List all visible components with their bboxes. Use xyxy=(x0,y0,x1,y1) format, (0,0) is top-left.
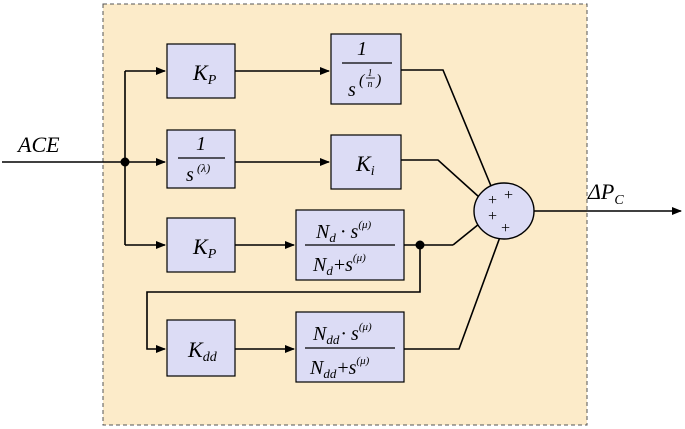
sum-sign-bottom: + xyxy=(500,220,511,237)
filter-bottom-numerator: Ndd·s(μ) xyxy=(312,321,372,347)
wire-filter-bottom-to-sum xyxy=(404,236,501,350)
integrator-top-block xyxy=(330,33,402,105)
kp-top-block xyxy=(166,43,236,99)
frac-integrator-den-base: s xyxy=(186,164,194,186)
wire-int-top-to-sum xyxy=(401,69,492,187)
feedback-wire-to-kdd xyxy=(146,245,421,353)
sum-sign-left: + xyxy=(487,208,498,225)
integrator-top-num: 1 xyxy=(357,38,367,60)
frac-integrator-block xyxy=(166,129,236,189)
output-label: ΔPC xyxy=(587,179,624,208)
integrator-top-exp-open: ( xyxy=(359,72,366,89)
kdd-block xyxy=(166,319,236,377)
kdd-label: Kdd xyxy=(187,337,218,365)
kp-mid-label: KP xyxy=(192,234,217,262)
ki-label: Ki xyxy=(355,151,375,179)
filter-bottom-block xyxy=(295,311,405,383)
ki-block xyxy=(330,134,402,190)
integrator-top-exp-close: ) xyxy=(375,72,381,89)
frac-integrator-den-exp: (λ) xyxy=(197,161,210,175)
filter-mid-numerator: Nd·s(μ) xyxy=(315,219,371,245)
integrator-top-den-base: s xyxy=(348,79,356,101)
wire-filter-mid-to-sum xyxy=(452,223,480,246)
sum-sign-upper-left: + xyxy=(487,192,498,209)
kp-top-label: KP xyxy=(192,60,217,88)
input-label: ACE xyxy=(16,132,60,157)
filter-mid-denominator: Nd+s(μ) xyxy=(312,252,366,278)
wire-ki-to-sum xyxy=(401,159,480,198)
sum-sign-top: + xyxy=(503,187,514,204)
filter-bottom-denominator: Ndd+s(μ) xyxy=(309,355,370,381)
frac-integrator-num: 1 xyxy=(196,133,206,155)
integrator-top-exp-den: n xyxy=(368,79,373,90)
integrator-top-exp-num: 1 xyxy=(368,68,373,79)
